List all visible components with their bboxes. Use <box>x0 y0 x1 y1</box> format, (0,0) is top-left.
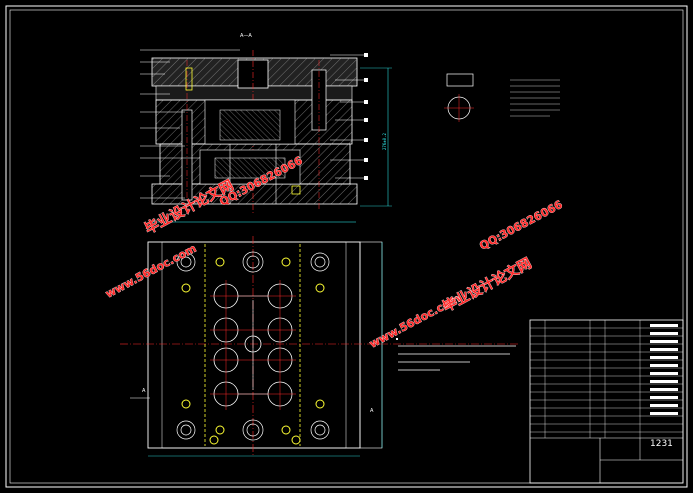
section-view: A—A <box>140 33 392 223</box>
detail-view <box>444 73 560 122</box>
view-label-left: A <box>142 388 146 394</box>
section-label: A—A <box>240 33 252 39</box>
title-block: 1231 <box>529 319 684 484</box>
height-dimension: 276±0.2 <box>382 133 387 150</box>
drawing-number: 1231 <box>650 439 673 449</box>
watermark-qq-2: QQ:306826066 <box>477 198 565 253</box>
outer-frame <box>5 5 688 488</box>
technical-notes <box>396 338 516 371</box>
plan-view: A A <box>120 236 520 457</box>
inner-frame <box>9 9 684 484</box>
view-label-right: A <box>370 408 374 414</box>
watermark-brand-2: 毕业设计论文网 <box>440 255 535 316</box>
